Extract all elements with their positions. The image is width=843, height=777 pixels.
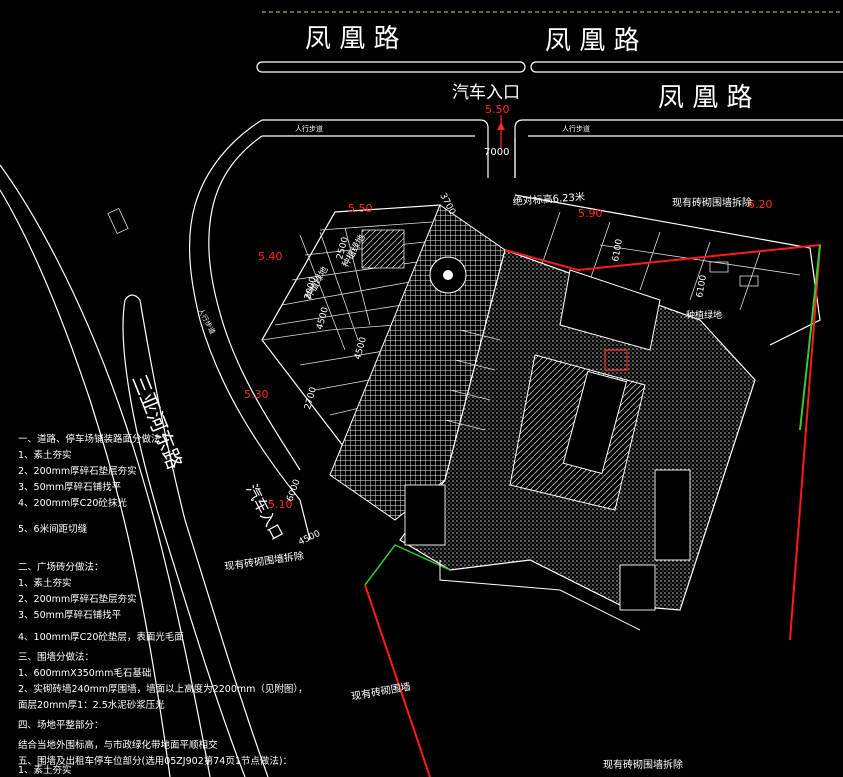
- entrance-side: 汽车入口: [242, 481, 286, 542]
- dim-6: 4500: [315, 306, 331, 331]
- fence-bottom-mid-label: 现有砖砌围墙: [350, 680, 411, 703]
- note-line: 1、素土夯实: [18, 577, 72, 589]
- note-line: 2、200mm厚碎石垫层夯实: [18, 465, 137, 477]
- note-line: 2、200mm厚碎石垫层夯实: [18, 593, 137, 605]
- road-name-top-2: 凤 凰 路: [545, 26, 640, 56]
- entrance-arrow-head: [497, 122, 505, 130]
- note-line: 四、场地平整部分：: [18, 719, 104, 731]
- note-line: 结合当地外围标高，与市政绿化带地面平顺相交: [18, 739, 218, 751]
- red-boundary-left: [364, 584, 431, 777]
- note-line: 1、素土夯实: [18, 764, 72, 776]
- elevation-2: 5.50: [348, 202, 373, 215]
- note-line: 4、100mm厚C20砼垫层，表面光毛面: [18, 631, 184, 643]
- note-line: 面层20mm厚1：2.5水泥砂浆压光: [18, 699, 165, 711]
- note-line: 1、600mmX350mm毛石基础: [18, 667, 151, 679]
- entrance-top: 汽车入口: [452, 83, 520, 103]
- note-line: 3、50mm厚碎石铺找平: [18, 481, 122, 493]
- fence-bottom-label: 现有砖砌围墙拆除: [603, 758, 683, 771]
- construction-notes: 一、道路、停车场铺装路面分做法： 1、素土夯实 2、200mm厚碎石垫层夯实 3、50…: [18, 433, 308, 776]
- sidewalk-diag: 人行步道: [196, 307, 217, 336]
- side-road: [0, 119, 311, 777]
- road-name-top-3: 凤 凰 路: [658, 83, 753, 113]
- fence-left-label: 现有砖砌围墙拆除: [224, 549, 305, 573]
- dim-9: 2700: [303, 386, 319, 411]
- green-boundary: [799, 244, 821, 431]
- note-line: 1、素土夯实: [18, 449, 72, 461]
- elevation-1: 5.50: [485, 103, 510, 116]
- top-road: [256, 61, 843, 178]
- elevation-6: 5.30: [244, 388, 269, 401]
- elevation-3: 5.90: [578, 207, 603, 220]
- elevation-4: 6.20: [748, 198, 773, 211]
- road-name-top-1: 凤 凰 路: [305, 24, 400, 54]
- dim-3: 6100: [611, 238, 625, 263]
- building-complex: [399, 249, 756, 611]
- sidewalk-right: 人行步道: [562, 124, 590, 133]
- note-line: 3、50mm厚碎石铺找平: [18, 609, 122, 621]
- elevation-5: 5.40: [258, 250, 283, 263]
- note-line: 2、实砌砖墙240mm厚围墙，墙面以上高度为2200mm（见附图），: [18, 683, 308, 695]
- elevation-7: 5.10: [268, 498, 293, 511]
- parking-lot-left: [261, 204, 441, 457]
- note-line: 三、围墙分做法：: [18, 651, 94, 663]
- planting-label-3: 种植绿地: [686, 309, 722, 321]
- note-line: 一、道路、停车场铺装路面分做法：: [18, 433, 170, 445]
- red-boundary-right: [504, 243, 822, 641]
- dim-4: 6100: [695, 274, 709, 299]
- dim-10: 4500: [353, 336, 369, 361]
- note-line: 二、广场砖分做法：: [18, 561, 104, 573]
- site-edge: [439, 560, 641, 631]
- note-line: 4、200mm厚C20砼抹光: [18, 497, 127, 509]
- plaza-fountain-center: [443, 270, 453, 280]
- note-line: 五、围墙及出租车停车位部分(选用05ZJ902第74页1节点做法)：: [18, 755, 292, 767]
- dim-8: 4500: [297, 529, 322, 548]
- note-line: 5、6米间距切缝: [18, 523, 88, 535]
- green-boundary-left: [364, 544, 451, 586]
- sidewalk-left: 人行步道: [295, 124, 323, 133]
- dim-1: 7000: [484, 147, 509, 158]
- fence-top-label: 现有砖砌围墙拆除: [672, 196, 752, 209]
